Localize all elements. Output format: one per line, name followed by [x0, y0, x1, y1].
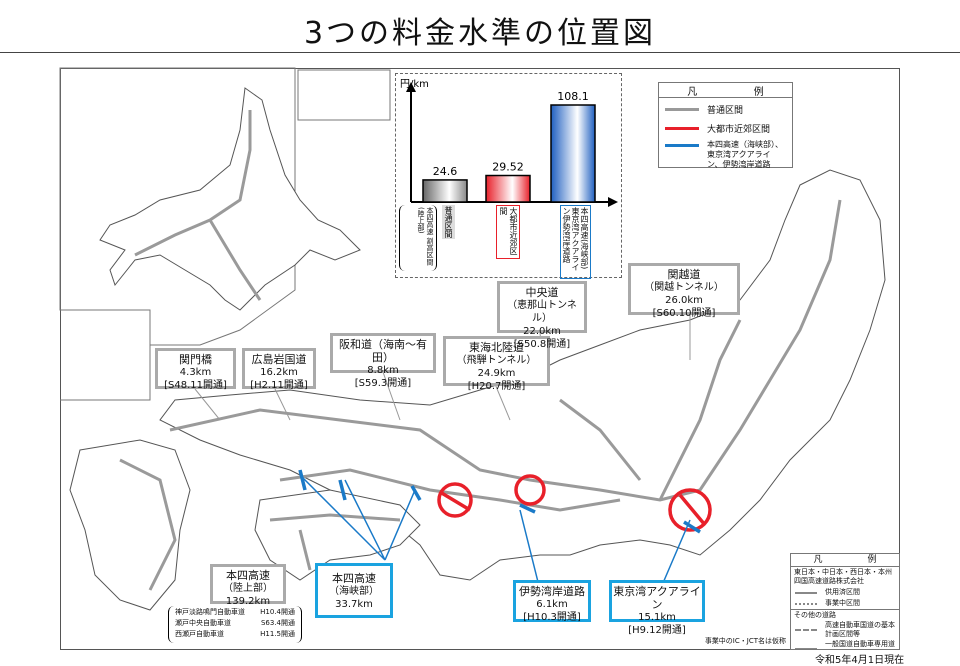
legend-swatch-urban	[665, 127, 699, 130]
bar-value-label: 24.6	[433, 165, 458, 178]
honshi-road-list: 神戸淡路鳴門自動車道 H10.4開通 瀬戸中央自動車道 S63.4開通 西瀬戸自動車…	[168, 606, 302, 643]
callout-name: 阪和道（海南～有田）	[339, 338, 427, 364]
callout-length: 22.0km	[523, 326, 561, 337]
category-label-normal: 普通区間	[442, 205, 455, 239]
callout-name: 中央道	[525, 286, 559, 299]
callout-opened: [H2.11開通]	[250, 380, 308, 391]
callout-name: 東京湾アクアライン	[613, 585, 701, 611]
bar-2	[550, 104, 596, 203]
chart-canvas: 円/km 24.6 29.52 108.1	[400, 79, 618, 207]
callout-opened: [H10.3開通]	[523, 612, 581, 623]
shikoku-landmass	[254, 489, 421, 581]
callout-hanwa: 阪和道（海南～有田）8.8km [S59.3開通]	[330, 333, 436, 389]
map-frame	[60, 68, 900, 650]
bar-0	[422, 179, 468, 203]
x-axis-arrow	[608, 197, 618, 207]
legend-item-urban: 大都市近郊区間	[707, 125, 771, 135]
northern-islands-inset	[297, 69, 391, 121]
callout-opened: [H20.7開通]	[467, 381, 526, 392]
callout-name: 東海北陸道	[469, 341, 524, 354]
road-type-legend: 凡例 東日本・中日本・西日本・本州四国高速道路株式会社 供用済区間 事業中区間 …	[790, 553, 900, 650]
callout-length: 15.1km	[638, 612, 676, 623]
callout-length: 33.7km	[335, 599, 373, 610]
callout-length: 6.1km	[536, 599, 568, 610]
road-name: 瀬戸中央自動車道	[175, 619, 231, 627]
callout-kanetsu: 関越道（関越トンネル） 26.0km [S60.10開通]	[628, 263, 740, 319]
legend2-title-left: 凡	[813, 555, 823, 565]
callout-honshi-land: 本四高速（陸上部） 139.2km	[210, 564, 286, 607]
callout-tokai-hokuriku: 東海北陸道（飛騨トンネル） 24.9km [H20.7開通]	[443, 336, 550, 392]
legend2-general: 一般国道自動車専用道路	[825, 640, 895, 648]
legend-item-strait: 本四高速（海峡部）、東京湾アクアライン、伊勢湾岸道路	[707, 140, 783, 169]
callout-sub: （恵那山トンネル）	[507, 300, 577, 324]
y-axis-label: 円/km	[400, 79, 429, 90]
legend-swatch-strait	[665, 144, 699, 147]
legend2-swatch-planned	[795, 629, 817, 631]
legend2-under-construction: 事業中区間	[825, 599, 860, 607]
y-axis-arrow	[406, 82, 416, 92]
hokkaido-landmass	[99, 87, 361, 311]
callout-length: 16.2km	[260, 367, 298, 378]
callout-sub: （飛騨トンネル）	[456, 355, 537, 366]
provisional-name-note: 事業中のIC・JCT名は仮称	[704, 637, 786, 645]
callout-opened: [S50.8開通]	[513, 339, 571, 350]
legend-item-normal: 普通区間	[707, 106, 744, 116]
title-divider	[0, 52, 960, 53]
callout-sub: （陸上部）	[223, 583, 273, 594]
legend2-swatch-in-service	[795, 591, 817, 594]
callout-opened: [S60.10開通]	[652, 308, 716, 319]
legend2-company: 東日本・中日本・西日本・本州四国高速道路株式会社	[794, 568, 892, 585]
callout-length: 26.0km	[665, 295, 703, 306]
road-opened: S63.4開通	[260, 619, 295, 627]
callout-chuo: 中央道（恵那山トンネル） 22.0km [S50.8開通]	[497, 281, 587, 350]
callout-sub: （海峡部）	[329, 586, 379, 597]
legend-title-left: 凡	[687, 87, 698, 98]
callout-name: 広島岩国道	[251, 353, 307, 366]
sub-category-label: 本四高速 割高区間(陸上部)	[399, 205, 437, 271]
legend2-swatch-general	[795, 647, 817, 649]
callout-honshi-strait: 本四高速（海峡部） 33.7km	[315, 563, 393, 618]
road-name: 西瀬戸自動車道	[175, 630, 224, 638]
callout-opened: [H9.12開通]	[628, 625, 686, 636]
legend2-title-right: 例	[867, 555, 877, 565]
callout-opened: [S48.11開通]	[164, 380, 227, 391]
legend2-swatch-construction	[795, 602, 817, 605]
legend2-other-heading: その他の道路	[794, 611, 836, 619]
legend2-planned: 高速自動車国道の基本計画区間等	[825, 621, 895, 638]
callout-sub: （関越トンネル）	[644, 282, 724, 293]
bar-1	[485, 174, 531, 203]
callout-length: 24.9km	[477, 368, 516, 379]
callout-opened: [S59.3開通]	[354, 378, 412, 389]
as-of-date: 令和5年4月1日現在	[815, 655, 905, 666]
bar-value-label: 108.1	[557, 90, 589, 103]
callout-name: 関門橋	[179, 353, 212, 366]
callout-name: 本四高速	[332, 572, 376, 585]
callout-name: 伊勢湾岸道路	[519, 585, 585, 598]
callout-name: 本四高速	[226, 569, 270, 582]
category-label-urban: 大都市近郊区間	[496, 205, 520, 259]
legend-title-right: 例	[753, 87, 764, 98]
callout-length: 139.2km	[225, 596, 271, 607]
page-title: 3つの料金水準の位置図	[303, 16, 657, 51]
callout-name: 関越道	[667, 268, 701, 281]
bar-value-label: 29.52	[492, 161, 524, 174]
callout-length: 4.3km	[179, 367, 212, 378]
road-opened: H11.5開通	[260, 630, 295, 638]
road-opened: H10.4開通	[260, 608, 295, 616]
legend-swatch-normal	[665, 108, 699, 111]
map-legend: 凡 例 普通区間 大都市近郊区間 本四高速（海峡部）、東京湾アクアライン、伊勢湾岸…	[658, 82, 793, 169]
category-label-strait: 本四高速(海峡部)東京湾アクアライン伊勢湾岸道路	[560, 205, 591, 279]
callout-length: 8.8km	[367, 365, 399, 376]
road-name: 神戸淡路鳴門自動車道	[175, 608, 245, 616]
legend2-in-service: 供用済区間	[825, 588, 860, 596]
okinawa-inset-border	[60, 309, 151, 401]
